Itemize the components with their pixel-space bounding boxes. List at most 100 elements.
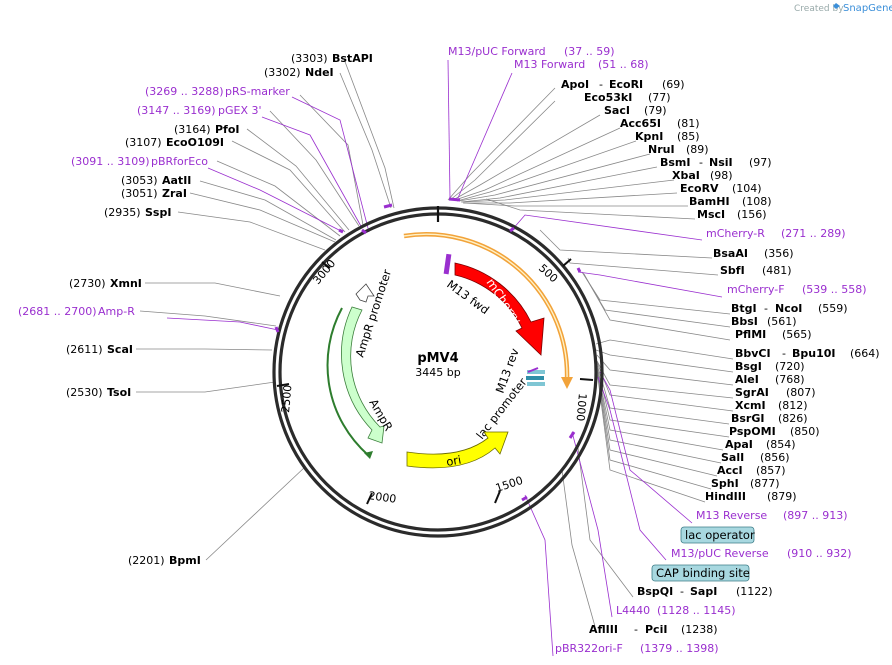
enzyme-pos: (3107) — [125, 136, 162, 149]
enzyme-label[interactable]: AccI — [717, 464, 743, 477]
primer-range: (2681 .. 2700) — [18, 305, 97, 318]
primer-label[interactable]: mCherry-F — [727, 283, 785, 296]
enzyme-label[interactable]: BbsI — [731, 315, 758, 328]
enzyme-label[interactable]: EcoRI — [609, 78, 643, 91]
enzyme-pos: (857) — [756, 464, 786, 477]
enzyme-label[interactable]: ZraI — [162, 187, 187, 200]
enzyme-label[interactable]: Eco53kI — [584, 91, 632, 104]
enzyme-label[interactable]: BbvCI — [735, 347, 771, 360]
enzyme-label[interactable]: PciI — [645, 623, 667, 636]
enzyme-label[interactable]: BspQI — [637, 585, 673, 598]
enzyme-label[interactable]: SbfI — [720, 264, 745, 277]
enzyme-label[interactable]: ApoI — [561, 78, 589, 91]
enzyme-label[interactable]: Acc65I — [620, 117, 661, 130]
enzyme-label[interactable]: BstAPI — [332, 52, 373, 65]
primer-label[interactable]: M13/pUC Reverse — [671, 547, 769, 560]
enzyme-label[interactable]: BtgI — [731, 302, 757, 315]
enzyme-pos: (807) — [786, 386, 816, 399]
cap-binding-site-box[interactable] — [651, 564, 750, 582]
mcherry-feature-arrow[interactable] — [454, 262, 545, 356]
enzyme-label[interactable]: SapI — [690, 585, 717, 598]
enzyme-label[interactable]: NsiI — [709, 156, 733, 169]
ori-feature-arrow[interactable] — [406, 431, 509, 469]
enzyme-pos: (1238) — [681, 623, 718, 636]
cap-binding-site-label: CAP binding site — [656, 566, 750, 580]
primer-label[interactable]: M13/pUC Forward — [448, 45, 546, 58]
ampr-promoter-arrow[interactable] — [355, 283, 375, 303]
primer-label[interactable]: M13 Forward — [514, 58, 585, 71]
credit-prefix: Created by — [794, 4, 844, 14]
primer-label[interactable]: mCherry-R — [706, 227, 765, 240]
enzyme-pos: (69) — [662, 78, 685, 91]
enzyme-label[interactable]: SphI — [711, 477, 739, 490]
enzyme-label[interactable]: AflIII — [589, 623, 618, 636]
primer-label[interactable]: pBRforEco — [151, 155, 208, 168]
enzyme-label[interactable]: MscI — [697, 208, 725, 221]
tick-label-2500: 2500 — [279, 384, 294, 413]
primer-label[interactable]: M13 Reverse — [696, 509, 767, 522]
enzyme-pos: (3303) — [291, 52, 328, 65]
enzyme-label[interactable]: BsgI — [735, 360, 762, 373]
primer-label[interactable]: Amp-R — [98, 305, 135, 318]
enzyme-label[interactable]: NdeI — [305, 66, 334, 79]
enzyme-pos: (3302) — [264, 66, 301, 79]
enzyme-label[interactable]: BsaAI — [713, 247, 748, 260]
enzyme-label[interactable]: AatII — [162, 174, 191, 187]
enzyme-label[interactable]: NcoI — [775, 302, 802, 315]
primer-range: (1128 .. 1145) — [657, 604, 736, 617]
tick-label-1000: 1000 — [574, 393, 589, 422]
primer-label[interactable]: L4440 — [616, 604, 650, 617]
primer-label[interactable]: pGEX 3' — [218, 104, 262, 117]
credit-brand: SnapGene — [843, 3, 892, 14]
enzyme-pos: (108) — [742, 195, 772, 208]
enzyme-label[interactable]: PfoI — [215, 123, 240, 136]
scale-ticks — [276, 258, 594, 505]
lac-region-marks — [526, 367, 545, 386]
enzyme-label[interactable]: SalI — [721, 451, 744, 464]
enzyme-pos: (3053) — [121, 174, 158, 187]
enzyme-label[interactable]: SacI — [604, 104, 630, 117]
enzyme-label[interactable]: BamHI — [689, 195, 730, 208]
enzyme-label[interactable]: XbaI — [672, 169, 700, 182]
enzyme-label[interactable]: EcoRV — [680, 182, 719, 195]
primer-label[interactable]: pRS-marker — [225, 85, 290, 98]
plasmid-length: 3445 bp — [415, 366, 460, 379]
enzyme-label[interactable]: HindIII — [705, 490, 746, 503]
enzyme-pos: (156) — [737, 208, 767, 221]
enzyme-pos: (3051) — [121, 187, 158, 200]
enzyme-pos: (2730) — [69, 277, 106, 290]
enzyme-label[interactable]: ScaI — [107, 343, 133, 356]
enzyme-pos: (720) — [775, 360, 805, 373]
primer-site-marks — [274, 197, 582, 502]
tick-label-2000: 2000 — [368, 489, 398, 506]
enzyme-pos: (768) — [775, 373, 805, 386]
primer-label[interactable]: pBR322ori-F — [555, 642, 623, 655]
enzyme-label[interactable]: TsoI — [107, 386, 131, 399]
enzyme-label[interactable]: AleI — [735, 373, 759, 386]
enzyme-label[interactable]: XmnI — [110, 277, 142, 290]
enzyme-pos: (856) — [760, 451, 790, 464]
orange-arc-arrowhead — [561, 377, 573, 389]
enzyme-label[interactable]: PflMI — [735, 328, 766, 341]
enzyme-label[interactable]: NruI — [648, 143, 675, 156]
enzyme-label[interactable]: KpnI — [635, 130, 663, 143]
enzyme-label[interactable]: Bpu10I — [792, 347, 836, 360]
enzyme-label[interactable]: ApaI — [725, 438, 753, 451]
enzyme-label[interactable]: BsmI — [660, 156, 691, 169]
ampr-feature-arrow[interactable] — [341, 306, 385, 444]
enzyme-pos: (98) — [710, 169, 733, 182]
enzyme-label[interactable]: BpmI — [169, 554, 201, 567]
enzyme-label[interactable]: PspOMI — [729, 425, 776, 438]
ori-label: ori — [445, 453, 462, 469]
enzyme-label[interactable]: XcmI — [735, 399, 766, 412]
snapgene-logo-icon — [833, 3, 840, 9]
enzyme-pos: (2611) — [66, 343, 103, 356]
enzyme-label[interactable]: SgrAI — [735, 386, 769, 399]
lac-operator-box[interactable] — [680, 526, 755, 544]
enzyme-label[interactable]: BsrGI — [731, 412, 764, 425]
lac-operator-label: lac operator — [685, 528, 755, 542]
enzyme-label[interactable]: SspI — [145, 206, 171, 219]
primer-range: (910 .. 932) — [787, 547, 852, 560]
enzyme-label[interactable]: EcoO109I — [166, 136, 224, 149]
